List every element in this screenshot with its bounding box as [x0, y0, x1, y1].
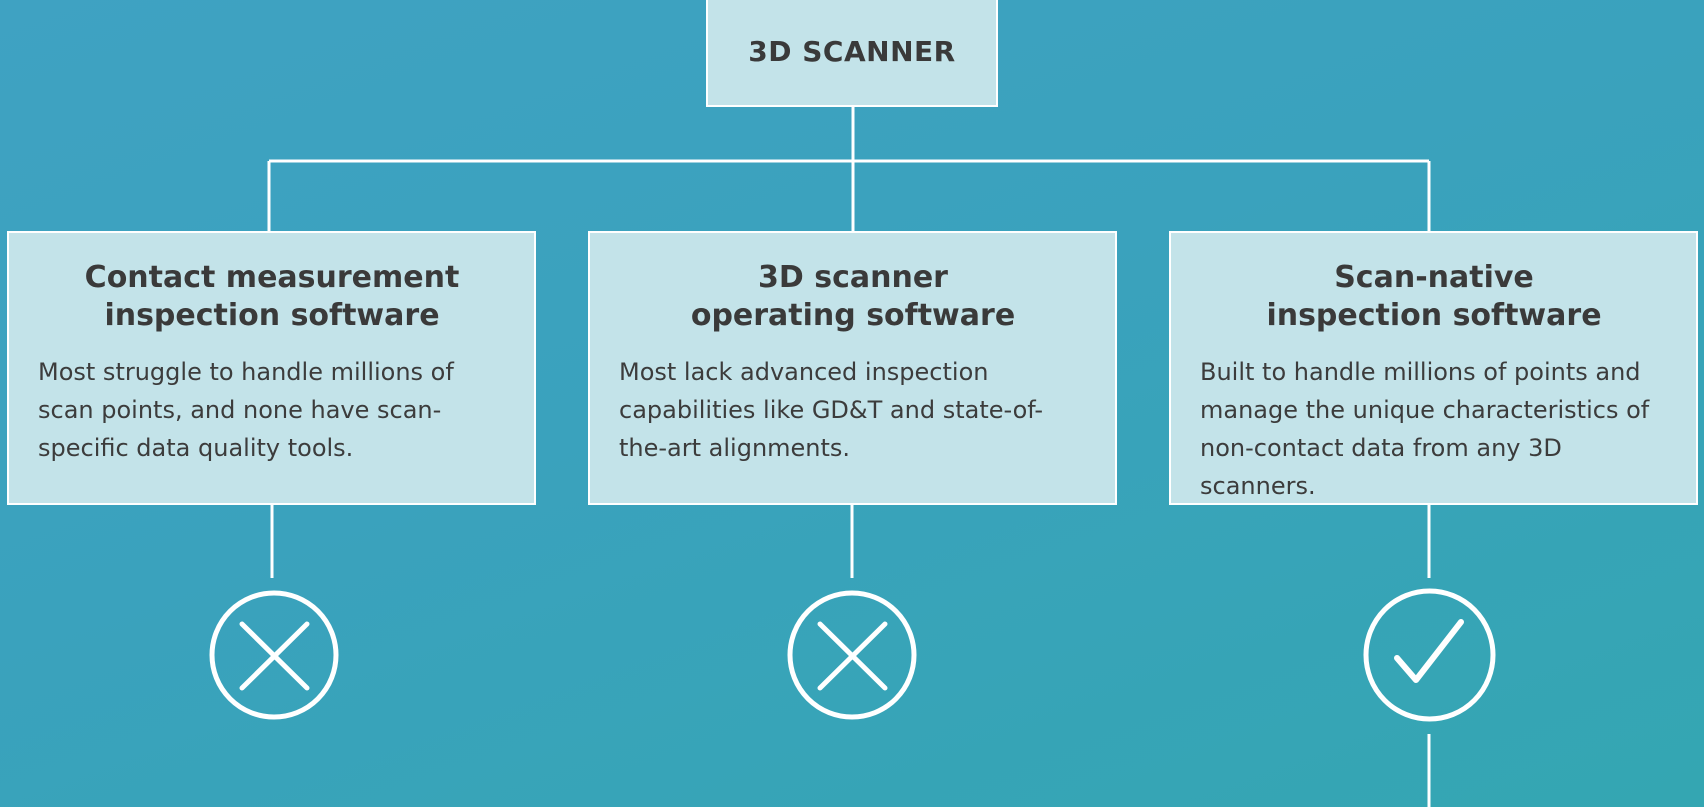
- card-description: Most struggle to handle millions of scan…: [38, 358, 454, 462]
- x-icon: [787, 590, 917, 720]
- card-title: Scan-native inspection software: [1266, 260, 1602, 333]
- root-title: 3D SCANNER: [748, 35, 956, 68]
- option-card-contact: Contact measurement inspection software …: [7, 231, 536, 505]
- check-icon: [1363, 588, 1496, 722]
- option-card-scan-native: Scan-native inspection software Built to…: [1169, 231, 1698, 505]
- card-description: Most lack advanced inspection capabiliti…: [619, 358, 1044, 462]
- option-card-scanner-software: 3D scanner operating software Most lack …: [588, 231, 1117, 505]
- root-node: 3D SCANNER: [706, 0, 998, 107]
- x-icon: [209, 590, 339, 720]
- card-title: Contact measurement inspection software: [84, 260, 460, 333]
- card-title: 3D scanner operating software: [690, 260, 1016, 333]
- card-description: Built to handle millions of points and m…: [1200, 358, 1650, 500]
